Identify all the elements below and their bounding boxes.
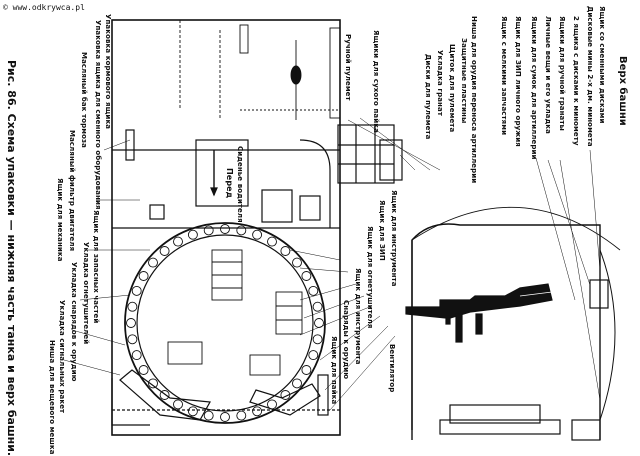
driver-seat-label: Сиденье водителя <box>236 146 244 223</box>
turret-label: Дисковые мины 2-х дм. миномета <box>586 6 594 147</box>
turret-ring <box>124 222 326 424</box>
ammo-racks-upper <box>125 124 403 223</box>
hull-label: Укладка огнетушителей <box>82 242 90 345</box>
hull-label: Масляный бак тормоза <box>80 52 88 148</box>
turret-label: Ящик со сменными дисками <box>598 6 606 124</box>
engine-compartment <box>179 20 341 120</box>
hull-label: Укладка гранат <box>436 50 444 116</box>
ring-shell <box>173 399 183 410</box>
hull-label: Упаковка ящика для сменного оборудования <box>94 20 102 210</box>
watermark: © www.odkrywca.pl <box>3 3 85 12</box>
ring-shell <box>308 285 319 296</box>
turret-top-view <box>411 207 621 441</box>
hull-label: Ящик для механика <box>56 178 64 262</box>
hull-label: Упаковка кормового ящика <box>104 14 112 130</box>
ring-shell <box>131 350 142 361</box>
ring-shell <box>159 390 170 400</box>
ring-shell <box>236 225 247 236</box>
hull-label: Ящик для инструмента <box>390 190 398 287</box>
ring-shell <box>301 365 312 375</box>
ring-shell <box>236 410 247 421</box>
hull-label: Ящик для инструмента <box>354 268 362 365</box>
ring-shell <box>203 225 214 236</box>
ring-shell <box>159 246 170 256</box>
hull-label: Ящик для ЗИП <box>378 200 386 261</box>
ring-shell <box>126 318 136 328</box>
hull-label: Щиток для пулемета <box>448 44 456 133</box>
figure-caption: Рис. 86. Схема упаковки — нижняя часть т… <box>5 60 18 456</box>
ring-shell <box>312 334 323 345</box>
turret-title: Верх башни <box>617 56 628 126</box>
submachine-gun <box>405 283 553 343</box>
hull-label: Ящик для запасных частей <box>92 210 100 324</box>
ring-shell <box>252 229 263 240</box>
direction-box <box>195 139 249 207</box>
hull-label: Ручной пулемет <box>344 34 352 101</box>
ring-shell <box>131 285 142 296</box>
hull-label: Ниша для вещевого мешка <box>48 340 56 455</box>
hull-label: Ящик для пайка <box>330 336 338 405</box>
turret-label: Ящик для ЗИП личного оружия <box>514 16 522 147</box>
ring-shell <box>138 365 149 375</box>
ring-shell <box>280 390 291 400</box>
hull-label: Диски для пулемета <box>424 54 432 140</box>
hull-label: Ящик для огнетушителя <box>366 226 374 329</box>
ring-shell <box>173 236 183 247</box>
ring-shell <box>127 334 138 345</box>
ring-shell <box>127 301 138 312</box>
ring-shell <box>280 246 291 256</box>
hull-label: Защитные пластины <box>460 38 468 124</box>
hull-label: Укладка сигнальных ракет <box>58 300 66 414</box>
leader-lines <box>63 117 601 411</box>
ring-shell <box>187 229 198 240</box>
ring-shell <box>220 412 230 422</box>
ring-shell-racks <box>126 224 324 422</box>
turret-label: Ящик с мелкими запчастями <box>500 16 508 136</box>
turret-label: Ящики для сумок для артиллерии <box>530 16 538 160</box>
hull-label: Снаряды к орудию <box>342 300 350 380</box>
ring-shell <box>252 406 263 417</box>
hull-outline <box>111 19 341 436</box>
hull-label: Ящики для сухого пайка <box>372 30 380 133</box>
turret-inner-items <box>167 249 303 376</box>
ring-shell <box>301 271 312 281</box>
ring-shell <box>308 350 319 361</box>
ring-shell <box>138 271 149 281</box>
ring-shell <box>292 378 302 389</box>
forward-label: Перед <box>225 168 234 199</box>
turret-label: Ящики для ручной гранаты <box>558 16 566 131</box>
ring-shell <box>203 410 214 421</box>
ring-shell <box>292 257 302 268</box>
ring-shell <box>312 301 323 312</box>
hull-label: Укладка снарядов к орудию <box>70 262 78 382</box>
lower-ammo-racks <box>112 369 340 421</box>
ring-shell <box>267 236 277 247</box>
hull-label: Вентилятор <box>388 344 396 393</box>
ring-shell <box>148 257 158 268</box>
ring-shell <box>148 378 158 389</box>
ring-shell <box>220 224 230 234</box>
turret-label: Личные вещи и его укладка <box>544 16 552 134</box>
turret-label: Ниша для орудия переноса артиллерии <box>470 16 478 184</box>
hull-label: Масляный фильтр двигателя <box>68 130 76 252</box>
ring-shell <box>187 406 198 417</box>
turret-label: 2 ящика с дисками к миномету <box>572 16 580 146</box>
